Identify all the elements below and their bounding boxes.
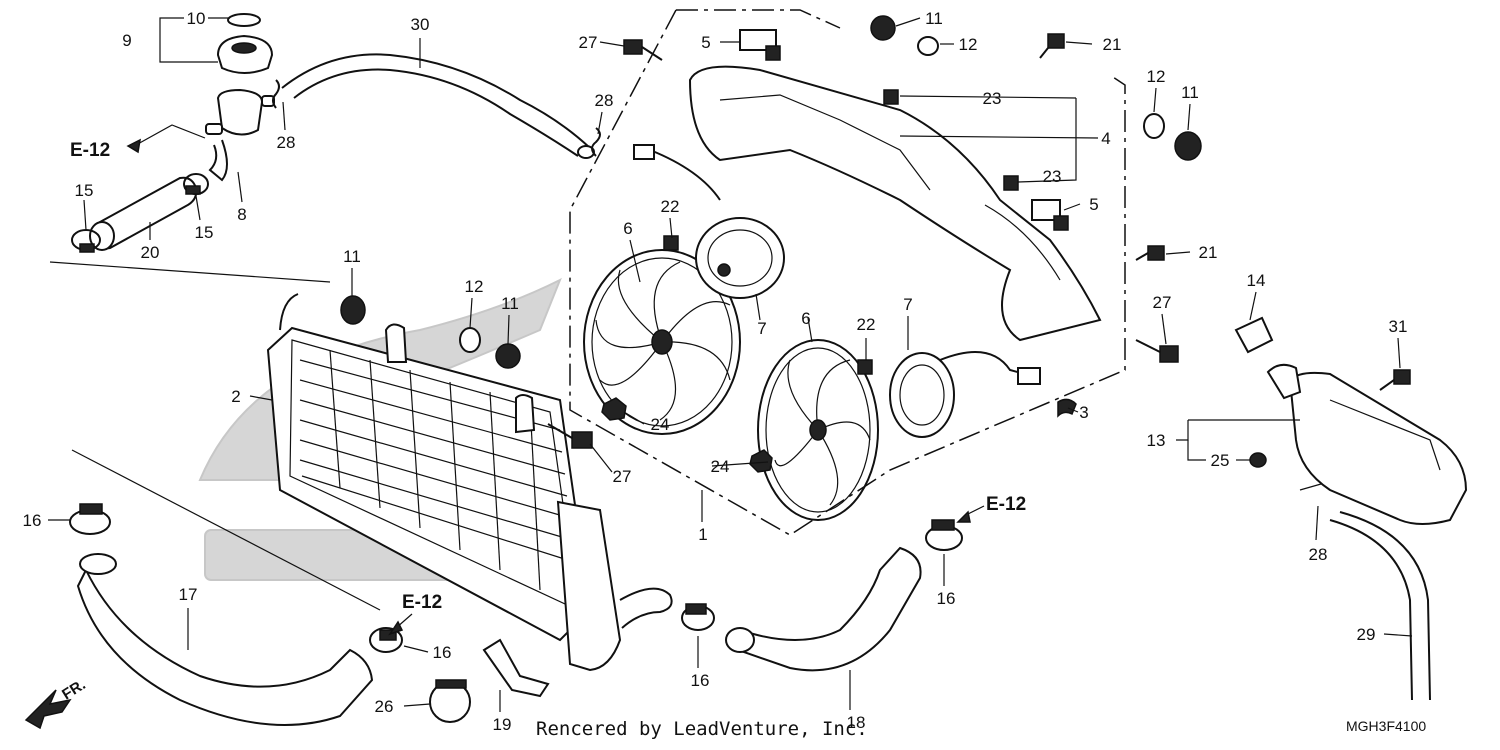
callout-16d: 16 <box>937 589 956 608</box>
cross-reference-e12-b: E-12 <box>986 494 1026 515</box>
leader-lines <box>48 17 1413 712</box>
callout-11b: 11 <box>501 294 519 313</box>
bypass-hose <box>89 176 198 251</box>
front-arrow-icon <box>24 689 72 730</box>
callout-3: 3 <box>1079 403 1088 422</box>
callout-31: 31 <box>1389 317 1408 336</box>
radiator-cap <box>216 13 274 74</box>
callout-23b: 23 <box>1043 167 1062 186</box>
hose-clamp-26 <box>429 679 471 723</box>
callout-16c: 16 <box>691 671 710 690</box>
front-direction-arrow: FR. <box>24 676 89 730</box>
callout-15a: 15 <box>75 181 94 200</box>
callout-27b: 27 <box>1153 293 1172 312</box>
callout-18: 18 <box>847 713 866 732</box>
callout-15b: 15 <box>195 223 214 242</box>
fan-motor-left <box>633 144 785 299</box>
callout-5a: 5 <box>701 33 710 52</box>
callout-11c: 11 <box>925 9 943 28</box>
radiator-hose-lower-left <box>76 553 374 726</box>
cross-reference-e12-a: E-12 <box>70 140 110 161</box>
callout-1: 1 <box>698 525 707 544</box>
callout-12c: 12 <box>1147 67 1166 86</box>
callout-27c: 27 <box>613 467 632 486</box>
callout-27a: 27 <box>579 33 598 52</box>
callout-24a: 24 <box>651 415 670 434</box>
callout-12b: 12 <box>959 35 978 54</box>
callout-28b: 28 <box>595 91 614 110</box>
callout-28c: 28 <box>1309 545 1328 564</box>
radiator-core <box>266 293 673 672</box>
radiator-hose-lower-right <box>725 546 922 672</box>
callout-9: 9 <box>122 31 131 50</box>
reserve-tank-hose-29 <box>1329 511 1431 701</box>
hose-clamp-15 <box>71 173 209 253</box>
grommet <box>340 15 1202 369</box>
diagram-code: MGH3F4100 <box>1346 718 1426 734</box>
overflow-hose <box>281 53 595 159</box>
callout-6b: 6 <box>801 309 810 328</box>
nut-24 <box>601 397 773 473</box>
callout-21b: 21 <box>1199 243 1218 262</box>
callout-7a: 7 <box>757 319 766 338</box>
credit-text: Rencered by LeadVenture, Inc. <box>536 718 868 740</box>
callout-20: 20 <box>141 243 160 262</box>
mounting-bracket-19 <box>482 638 550 698</box>
callout-16a: 16 <box>23 511 42 530</box>
hose-clamp-16 <box>69 503 963 653</box>
fan-shroud <box>688 65 1102 342</box>
callout-11d: 11 <box>1181 83 1199 102</box>
callout-5b: 5 <box>1089 195 1098 214</box>
reserve-tank <box>1234 316 1468 525</box>
callout-6a: 6 <box>623 219 632 238</box>
cooling-fan-right <box>757 339 879 521</box>
clip-3 <box>1057 398 1077 418</box>
callout-13: 13 <box>1147 431 1166 450</box>
connector-bracket-5 <box>739 29 1069 231</box>
clip-23 <box>883 89 1019 191</box>
callout-17: 17 <box>179 585 198 604</box>
callout-24b: 24 <box>711 457 730 476</box>
callout-21a: 21 <box>1103 35 1122 54</box>
callout-4: 4 <box>1101 129 1110 148</box>
collar <box>459 36 1165 353</box>
callout-7b: 7 <box>903 295 912 314</box>
callout-22b: 22 <box>857 315 876 334</box>
callout-14: 14 <box>1247 271 1266 290</box>
callout-8: 8 <box>237 205 246 224</box>
cross-reference-e12-c: E-12 <box>402 592 442 613</box>
fan-assembly-outline <box>569 9 1126 536</box>
callout-19: 19 <box>493 715 512 734</box>
fan-motor-right <box>889 351 1041 438</box>
callout-22a: 22 <box>661 197 680 216</box>
cross-reference-labels: E-12 E-12 E-12 <box>70 138 1026 636</box>
callout-16b: 16 <box>433 643 452 662</box>
callout-30: 30 <box>411 15 430 34</box>
bolt <box>547 33 1411 449</box>
callout-12a: 12 <box>465 277 484 296</box>
callout-2: 2 <box>231 387 240 406</box>
callout-10: 10 <box>187 9 206 28</box>
callout-25: 25 <box>1211 451 1230 470</box>
front-label: FR. <box>59 676 89 703</box>
callout-23a: 23 <box>983 89 1002 108</box>
cooling-fan-left <box>583 249 741 435</box>
filler-neck <box>205 88 275 182</box>
callout-11a: 11 <box>343 247 361 266</box>
callout-28a: 28 <box>277 133 296 152</box>
callout-26: 26 <box>375 697 394 716</box>
callout-29: 29 <box>1357 625 1376 644</box>
callout-labels: 1 2 3 4 5 5 6 6 7 7 8 9 10 11 11 11 11 1… <box>23 9 1408 734</box>
hose-clip-28 <box>272 79 601 157</box>
